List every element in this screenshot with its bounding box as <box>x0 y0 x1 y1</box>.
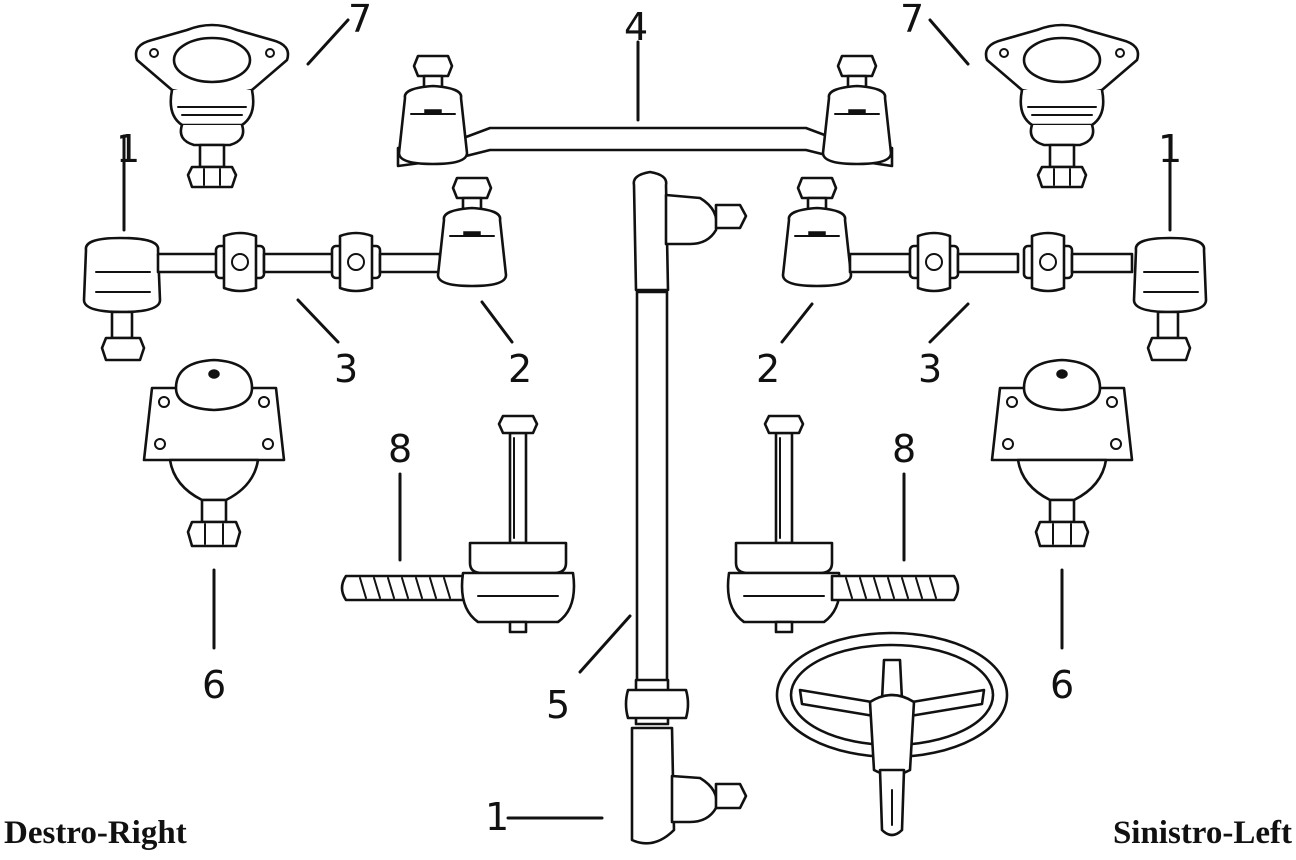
callout-3-left: 3 <box>918 347 942 391</box>
callout-4: 4 <box>624 5 648 49</box>
callout-6-left: 6 <box>1050 663 1074 707</box>
callout-8-right: 8 <box>388 427 412 471</box>
callout-1-drag-link: 1 <box>485 795 509 839</box>
leader-lines <box>122 18 1172 820</box>
callout-8-left: 8 <box>892 427 916 471</box>
tie-rod-assembly-right <box>82 176 508 362</box>
callout-7-left: 7 <box>900 0 924 41</box>
callout-5: 5 <box>546 683 570 727</box>
steering-wheel <box>775 631 1009 837</box>
callout-1-right: 1 <box>116 127 140 171</box>
right-side-label: Destro-Right <box>4 815 187 851</box>
center-link <box>396 54 894 168</box>
left-side-label: Sinistro-Left <box>1112 815 1292 851</box>
callout-1-left: 1 <box>1158 127 1182 171</box>
callout-2-left: 2 <box>756 347 780 391</box>
upper-ball-joint-right <box>134 23 290 189</box>
lower-ball-joint-left <box>990 358 1134 548</box>
drag-link <box>624 170 748 845</box>
outer-tie-rod-right <box>340 414 576 634</box>
outer-tie-rod-left <box>726 414 960 634</box>
callout-7-right: 7 <box>348 0 372 41</box>
tie-rod-assembly-left <box>781 176 1208 362</box>
callout-2-right: 2 <box>508 347 532 391</box>
upper-ball-joint-left <box>984 23 1140 189</box>
callout-6-right: 6 <box>202 663 226 707</box>
callout-3-right: 3 <box>334 347 358 391</box>
lower-ball-joint-right <box>142 358 286 548</box>
